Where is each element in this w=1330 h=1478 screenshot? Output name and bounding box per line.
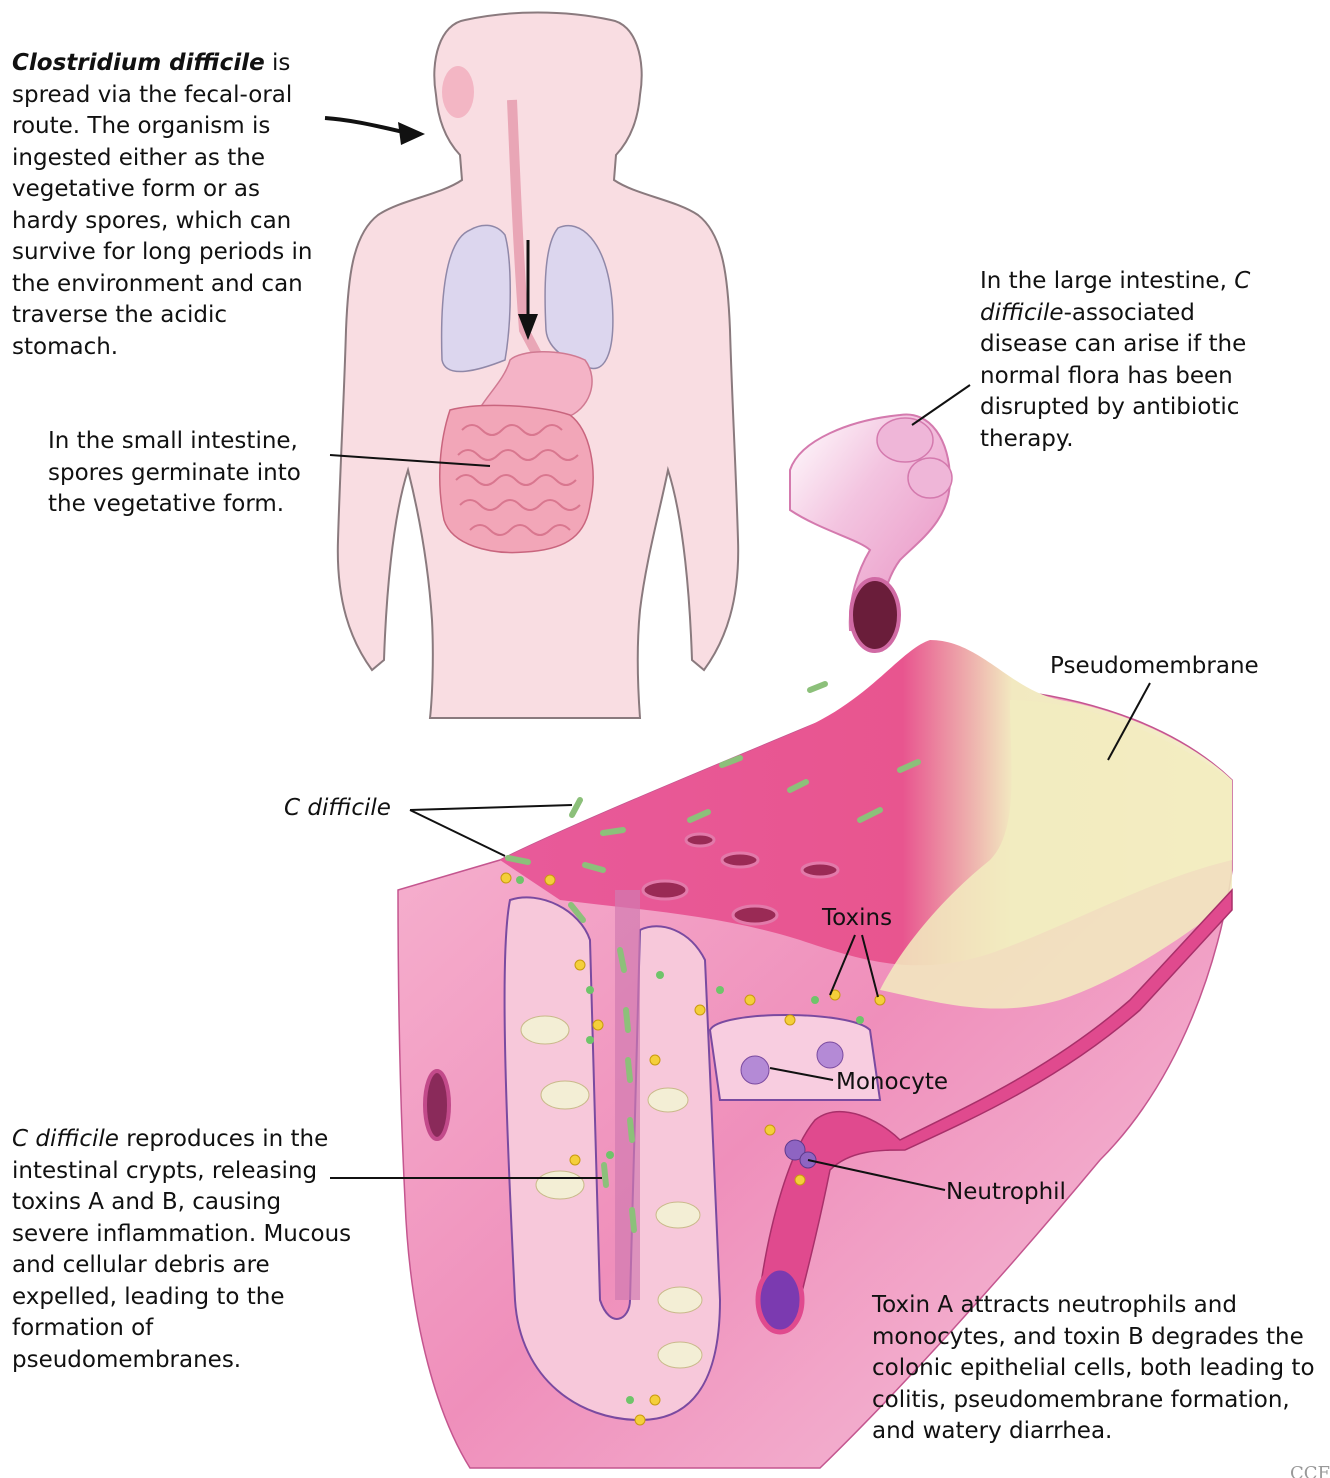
leader-large-intestine [912,385,970,425]
nasal-region [442,66,474,118]
vessel-opening [758,1268,802,1332]
leader-cdiff-2 [410,810,505,856]
caption-transmission-text: is spread via the fecal-oral route. The … [12,50,313,360]
leader-cdiff-1 [410,805,572,810]
caption-crypts-text: reproduces in the intestinal crypts, rel… [12,1126,351,1373]
colon-segment [790,414,952,651]
caption-crypts: C difficile reproduces in the intestinal… [12,1124,362,1376]
caption-small-intestine: In the small intestine, spores germinate… [48,426,338,521]
caption-toxin-effects: Toxin A attracts neutrophils and monocyt… [872,1290,1322,1448]
human-body-figure [325,13,738,719]
corner-mark: CCF [1290,1463,1330,1478]
label-monocyte: Monocyte [836,1068,948,1096]
caption-large-intestine-prefix: In the large intestine, [980,268,1234,294]
label-pseudomembrane: Pseudomembrane [1050,652,1259,680]
caption-large-intestine: In the large intestine, C difficile-asso… [980,266,1280,455]
label-neutrophil: Neutrophil [946,1178,1066,1206]
ingestion-arrow [325,118,408,133]
organism-name-crypts: C difficile [12,1126,119,1152]
label-toxins: Toxins [822,904,892,932]
left-vessel-opening [425,1071,449,1139]
intestines [440,405,593,552]
ingestion-arrowhead [398,122,425,145]
caption-transmission: Clostridium difficile is spread via the … [12,48,322,363]
organism-name-transmission: Clostridium difficile [12,50,265,76]
label-c-difficile: C difficile [284,794,391,822]
